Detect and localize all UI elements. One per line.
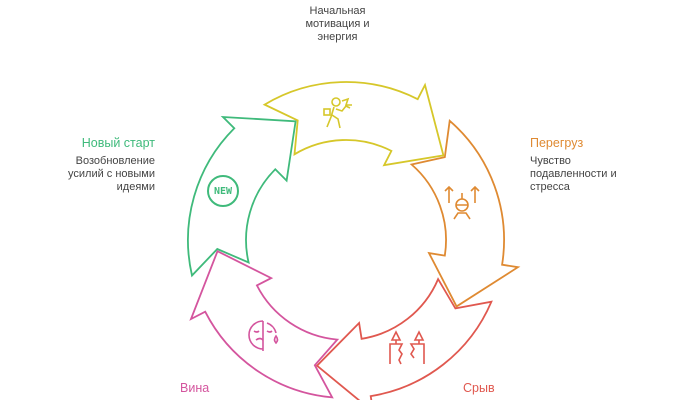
new-badge-icon: NEW (207, 175, 239, 207)
overwhelmed-person-icon (444, 185, 480, 220)
broken-structure-icon (389, 330, 425, 365)
arrow-segment-breakdown (315, 277, 493, 400)
stage-overload-desc: Чувство подавленности и стресса (530, 155, 617, 193)
arrow-segment-start (262, 81, 445, 167)
stage-breakdown-title: Срыв (463, 381, 495, 395)
stage-guilt-title: Вина (180, 381, 210, 395)
stage-restart-title: Новый старт (81, 136, 155, 150)
arrow-segment-restart (187, 115, 297, 278)
stage-start-desc: Начальная мотивация и энергия (305, 5, 370, 43)
running-person-icon (323, 97, 352, 129)
stage-overload-title: Перегруз (530, 136, 584, 150)
arrow-segment-guilt (189, 249, 340, 399)
sad-face-icon (248, 320, 279, 351)
stage-restart-desc: Возобновление усилий с новыми идеями (68, 155, 155, 193)
